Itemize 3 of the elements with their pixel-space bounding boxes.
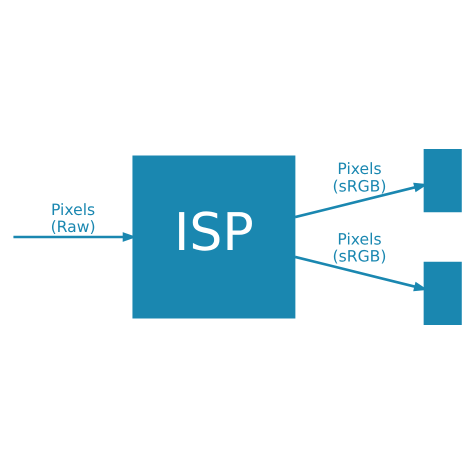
edge-label: Pixels (sRGB)	[332, 160, 386, 196]
edge-label: Pixels (sRGB)	[332, 230, 386, 266]
edge-label: Pixels (Raw)	[50, 200, 96, 236]
